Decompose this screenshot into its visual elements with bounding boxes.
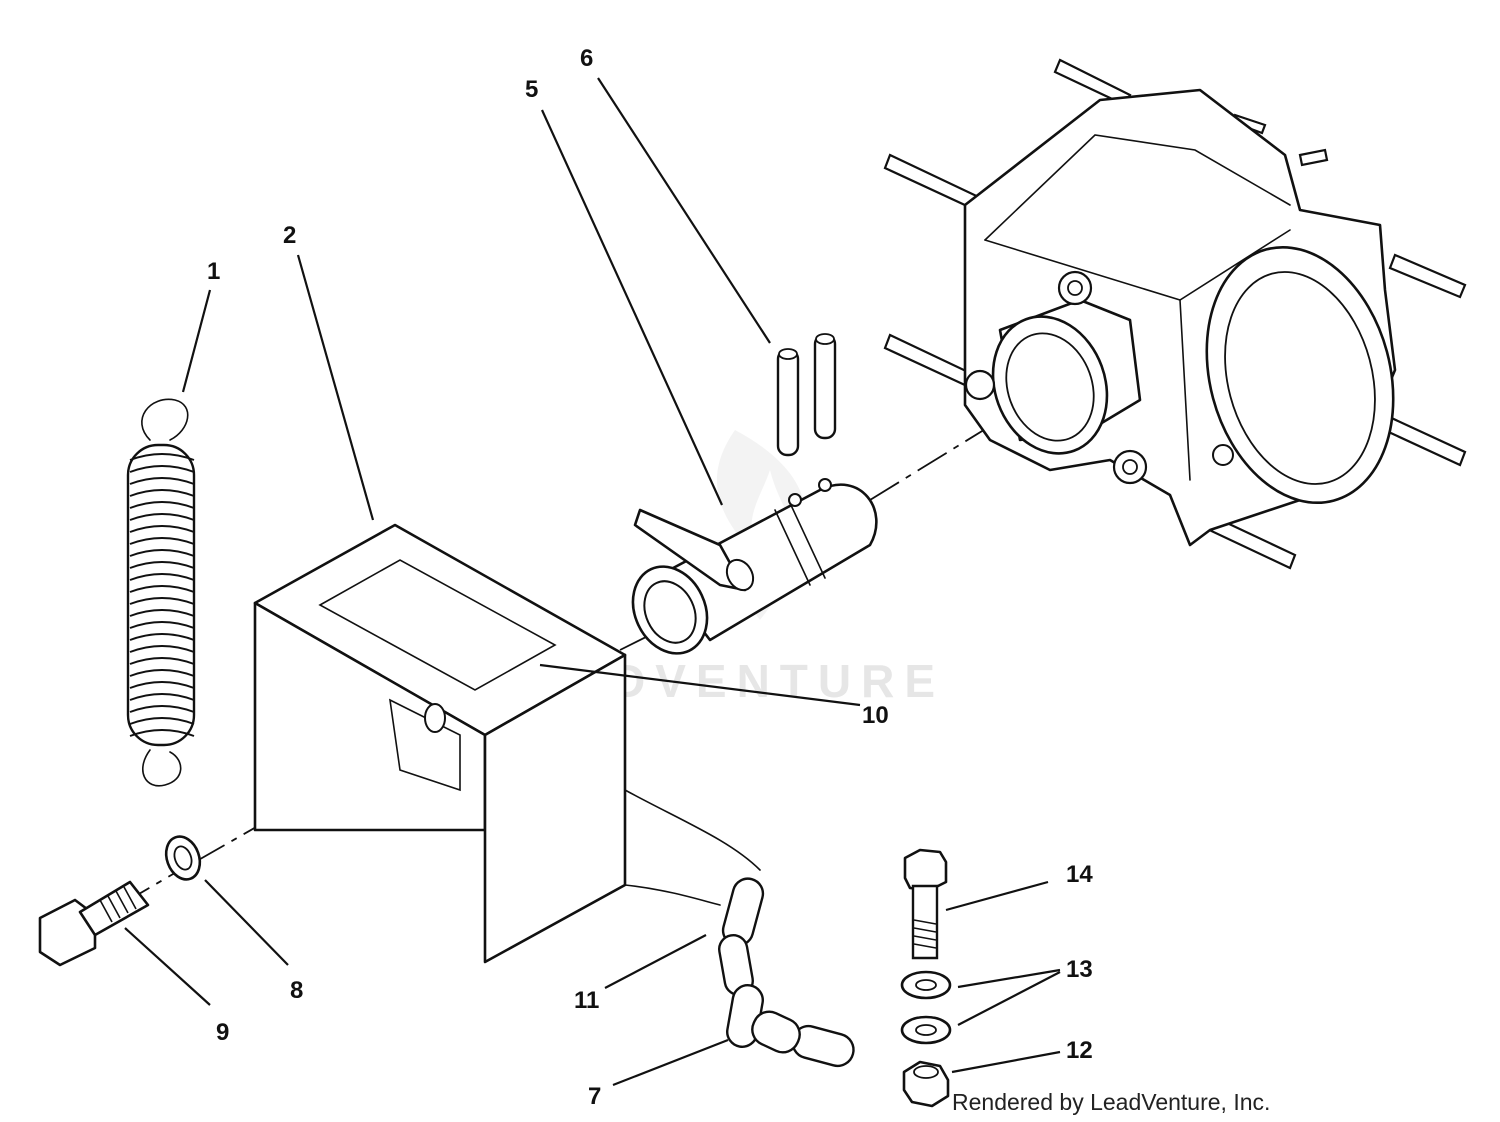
callout-8: 8 xyxy=(290,977,303,1004)
callout-12: 12 xyxy=(1066,1037,1093,1064)
leader-8 xyxy=(204,879,289,966)
part-2-bracket xyxy=(255,525,760,962)
leader-5 xyxy=(540,109,724,506)
leader-13b xyxy=(957,971,1061,1026)
part-7-chain xyxy=(717,875,857,1069)
part-1-spring xyxy=(128,399,194,785)
leader-1 xyxy=(181,289,212,393)
callout-9: 9 xyxy=(216,1019,229,1046)
leader-lines xyxy=(124,77,1061,1087)
gearbox-housing xyxy=(885,60,1465,568)
leader-14 xyxy=(945,880,1049,912)
spring-coils xyxy=(128,445,194,745)
callout-labels: 1 2 5 6 7 8 9 10 11 12 13 14 xyxy=(207,45,1093,1110)
callout-11: 11 xyxy=(574,987,599,1014)
callout-7: 7 xyxy=(588,1083,601,1110)
leader-2 xyxy=(296,254,375,521)
part-6-roll-pins xyxy=(778,334,835,455)
leader-7 xyxy=(612,1038,729,1087)
callout-10: 10 xyxy=(862,702,889,729)
part-14-hex-bolt xyxy=(905,850,946,958)
callout-13: 13 xyxy=(1066,956,1093,983)
callout-5: 5 xyxy=(525,76,538,103)
part-13-flat-washers xyxy=(902,972,950,1043)
leader-13a xyxy=(957,968,1061,989)
callout-14: 14 xyxy=(1066,861,1093,888)
part-9-hex-bolt xyxy=(40,882,148,965)
leader-9 xyxy=(124,927,211,1006)
callout-6: 6 xyxy=(580,45,593,72)
callout-2: 2 xyxy=(283,222,296,249)
leader-6 xyxy=(597,77,771,344)
part-5-coupler xyxy=(619,479,876,666)
leader-10 xyxy=(539,663,861,707)
leader-11 xyxy=(604,934,707,989)
part-8-lock-washer xyxy=(160,832,205,884)
leader-12 xyxy=(951,1050,1061,1074)
credit-text: Rendered by LeadVenture, Inc. xyxy=(952,1089,1270,1115)
part-12-hex-nut xyxy=(904,1062,948,1106)
callout-1: 1 xyxy=(207,258,220,285)
